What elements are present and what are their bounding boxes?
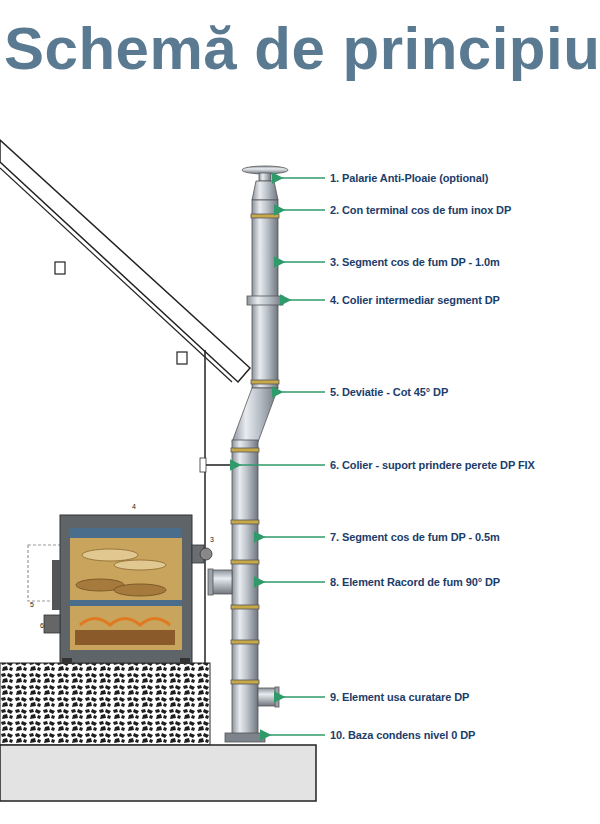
callout-label: 6. Colier - suport prindere perete DP FI…: [330, 459, 535, 471]
callout-label: 3. Segment cos de fum DP - 1.0m: [330, 256, 500, 268]
callout-label: 1. Palarie Anti-Ploaie (optional): [330, 172, 488, 184]
part-number: 3: [210, 536, 214, 543]
callout-label: 4. Colier intermediar segment DP: [330, 294, 500, 306]
roof: [0, 140, 250, 382]
callout-label: 9. Element usa curatare DP: [330, 691, 469, 703]
part-number: 4: [132, 503, 136, 510]
chimney-pipe: [200, 166, 288, 742]
concrete-slab: [0, 745, 316, 801]
part-number: 5: [30, 601, 34, 608]
boiler: [28, 515, 212, 664]
callout-label: 2. Con terminal cos de fum inox DP: [330, 204, 511, 216]
part-number: 6: [40, 622, 44, 629]
callout-label: 10. Baza condens nivel 0 DP: [330, 729, 475, 741]
gravel-fill: [0, 663, 210, 745]
callout-label: 5. Deviatie - Cot 45° DP: [330, 386, 448, 398]
callout-label: 8. Element Racord de fum 90° DP: [330, 576, 500, 588]
house-wall: [204, 350, 206, 665]
leader-arrows: [240, 178, 325, 735]
callout-label: 7. Segment cos de fum DP - 0.5m: [330, 531, 500, 543]
diagram-title: Schemă de principiu: [4, 14, 600, 83]
